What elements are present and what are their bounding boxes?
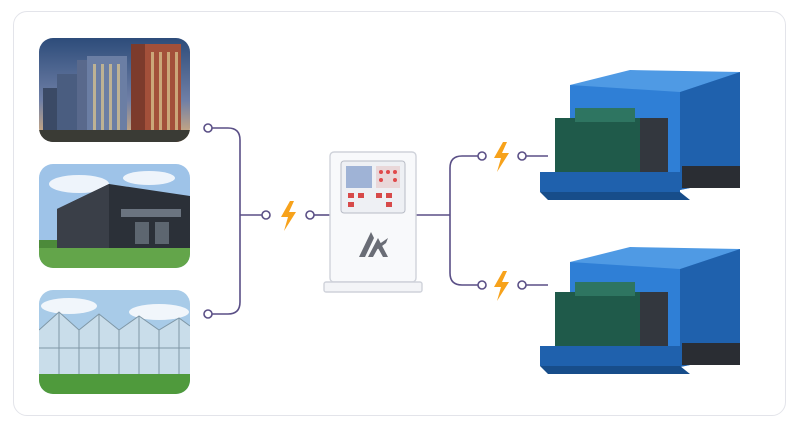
connector-node	[477, 151, 487, 161]
consumer-bus-lines	[212, 127, 548, 315]
tss-logo	[359, 232, 388, 257]
lightning-bolt-icon	[281, 201, 296, 231]
connector-node	[203, 123, 213, 133]
connector-node	[203, 309, 213, 319]
cabinet-base	[323, 281, 423, 293]
connector-node	[517, 280, 527, 290]
connector-node	[477, 280, 487, 290]
connector-node	[305, 210, 315, 220]
industrial-warehouse-image	[39, 164, 190, 268]
connector-node	[517, 151, 527, 161]
lightning-bolt-icon	[494, 142, 509, 172]
diesel-generator-1	[540, 70, 740, 200]
lightning-bolt-icon	[494, 271, 509, 301]
consumer-bus-line	[212, 127, 241, 315]
diesel-generator-2	[540, 247, 740, 374]
generator-bus-line	[449, 155, 478, 286]
control-panel	[323, 151, 423, 293]
controller-display	[346, 166, 372, 188]
residential-buildings-image	[39, 38, 190, 142]
connector-node	[261, 210, 271, 220]
controller-indicators	[376, 166, 400, 188]
greenhouse-image	[39, 290, 190, 394]
